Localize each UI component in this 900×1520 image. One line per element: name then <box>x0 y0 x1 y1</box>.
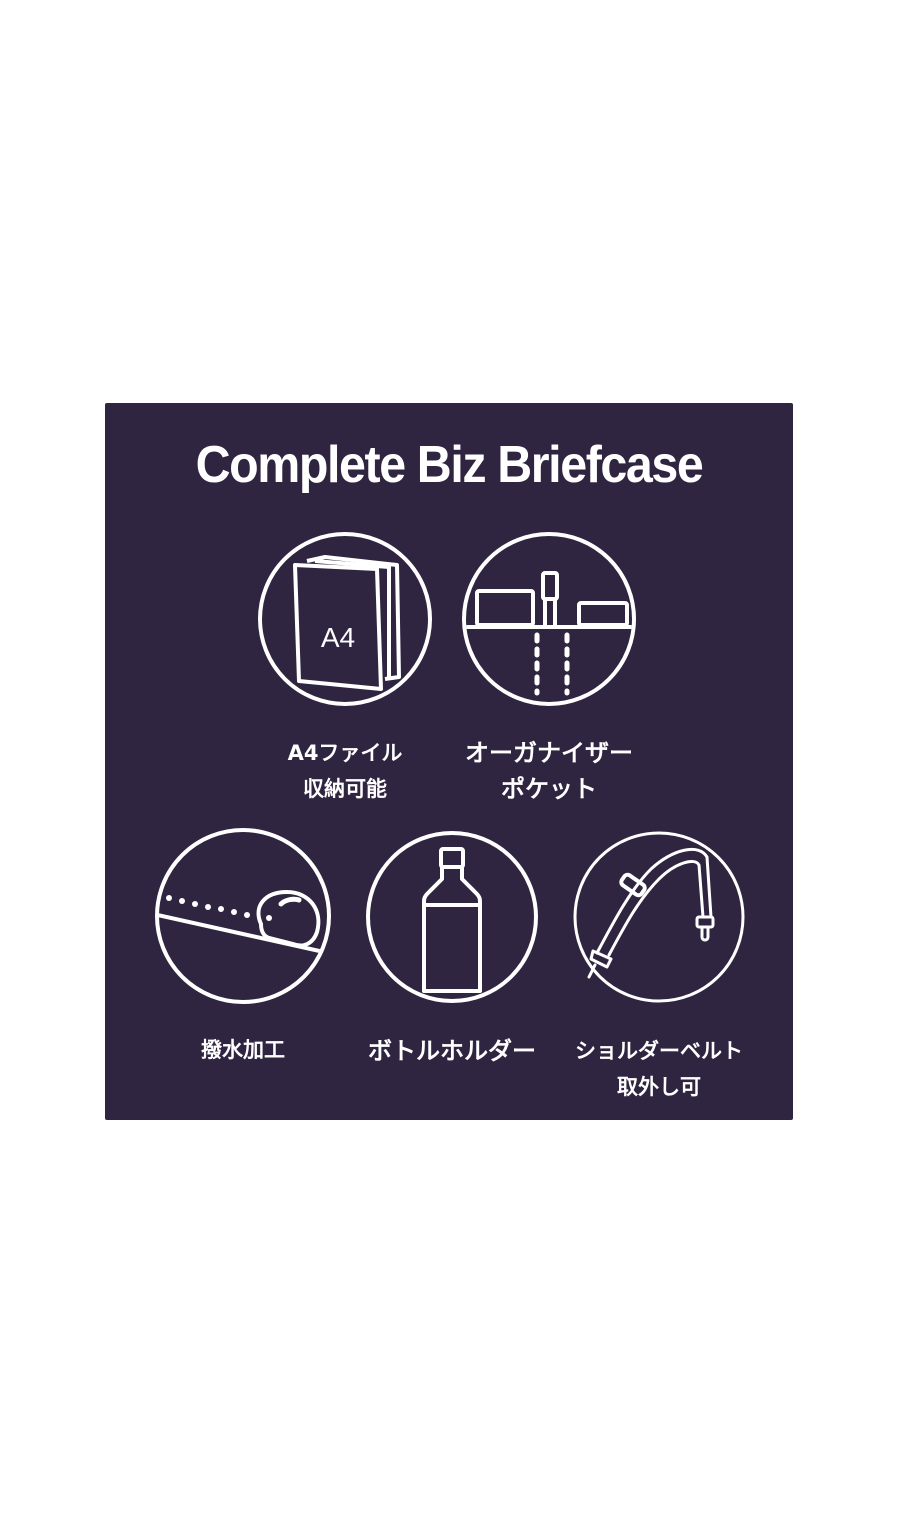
feature-label: ショルダーベルト 取外し可 <box>549 1033 769 1105</box>
bottle-holder-icon <box>366 831 538 1003</box>
feature-label-line1: 撥水加工 <box>201 1038 285 1062</box>
shoulder-belt-icon <box>573 831 745 1003</box>
feature-label: 撥水加工 <box>133 1032 353 1068</box>
feature-a4-file: A4 A4ファイル 収納可能 <box>235 529 455 807</box>
feature-label-line1: ボトルホルダー <box>368 1037 536 1065</box>
feature-label: オーガナイザー ポケット <box>439 735 659 807</box>
water-repellent-icon <box>155 828 331 1004</box>
feature-label-line2: 収納可能 <box>303 777 387 801</box>
feature-label-line1: オーガナイザー <box>465 739 633 767</box>
feature-panel: Complete Biz Briefcase A4 A4ファイル 収納可能 <box>105 403 793 1120</box>
a4-icon-text: A4 <box>321 622 355 653</box>
feature-water-repellent: 撥水加工 <box>133 826 353 1068</box>
feature-label: ボトルホルダー <box>342 1033 562 1069</box>
feature-shoulder-belt: ショルダーベルト 取外し可 <box>549 827 769 1105</box>
feature-label-line1: A4ファイル <box>287 741 403 765</box>
feature-label: A4ファイル 収納可能 <box>235 735 455 807</box>
feature-organizer-pocket: オーガナイザー ポケット <box>439 529 659 807</box>
feature-label-line1: ショルダーベルト <box>575 1039 743 1063</box>
feature-label-line2: 取外し可 <box>617 1075 701 1099</box>
feature-bottle-holder: ボトルホルダー <box>342 827 562 1069</box>
feature-label-line2: ポケット <box>501 775 597 803</box>
organizer-pocket-icon <box>462 532 636 706</box>
a4-file-icon: A4 <box>258 532 432 706</box>
panel-title: Complete Biz Briefcase <box>195 436 704 494</box>
